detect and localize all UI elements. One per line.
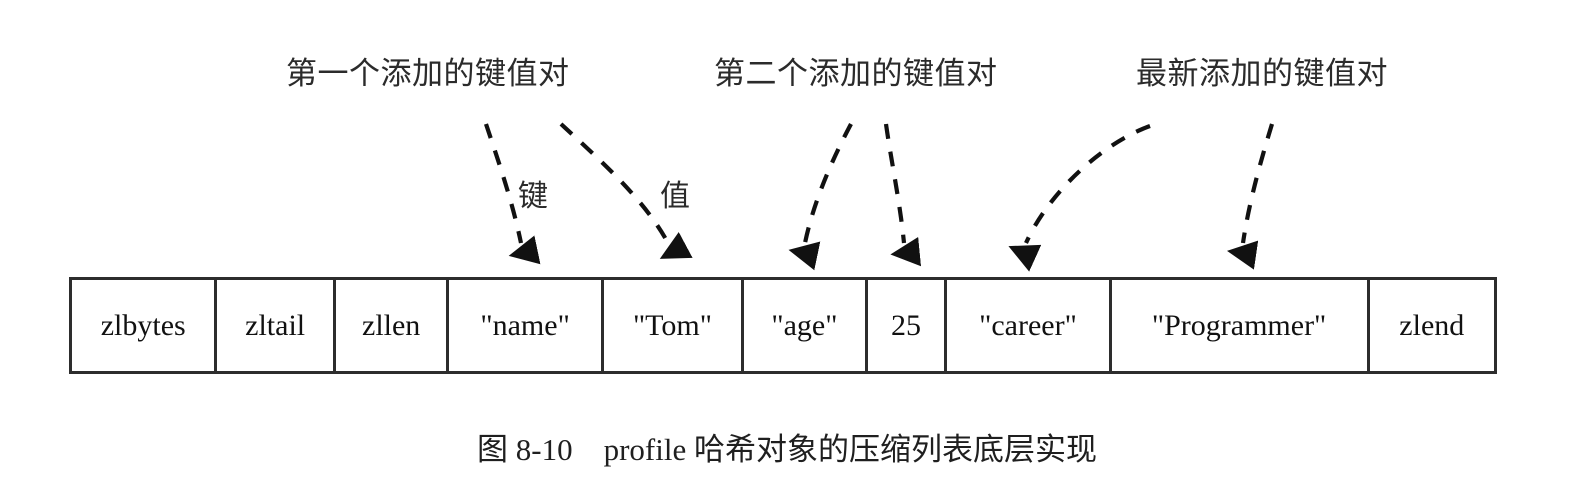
ziplist-cell-25-value: 25 [868, 280, 948, 371]
ziplist-cell-age-key: "age" [744, 280, 868, 371]
figure-caption: 图 8-10 profile 哈希对象的压缩列表底层实现 [477, 432, 1097, 467]
ziplist-cell-zlend: zlend [1399, 308, 1465, 342]
ziplist-table: zlbytes zltail zllen "name" "Tom" "age" … [69, 277, 1497, 374]
ziplist-cell-career-key: "career" [947, 280, 1112, 371]
connector-to-tom-cell [559, 122, 693, 259]
annotation-value-marker: 值 [660, 180, 690, 213]
connector-to-career-cell [1008, 124, 1151, 272]
connector-to-name-cell [484, 123, 541, 265]
ziplist-cell-tom-value: "Tom" [604, 280, 745, 371]
annotation-second-pair: 第二个添加的键值对 [714, 56, 998, 91]
ziplist-cell-zlbytes: zlbytes [72, 280, 218, 371]
connector-to-25-cell [883, 123, 922, 267]
connector-to-programmer-cell [1226, 123, 1275, 270]
connector-to-age-cell [788, 123, 853, 271]
ziplist-cell-zltail: zltail [217, 280, 336, 371]
ziplist-cell-zllen: zllen [336, 280, 450, 371]
ziplist-cell-programmer-value: "Programmer" [1112, 280, 1370, 371]
annotation-key-marker: 键 [518, 180, 548, 213]
annotation-first-pair: 第一个添加的键值对 [286, 56, 570, 91]
annotation-latest-pair: 最新添加的键值对 [1136, 56, 1388, 91]
ziplist-cell-name-key: "name" [449, 280, 604, 371]
